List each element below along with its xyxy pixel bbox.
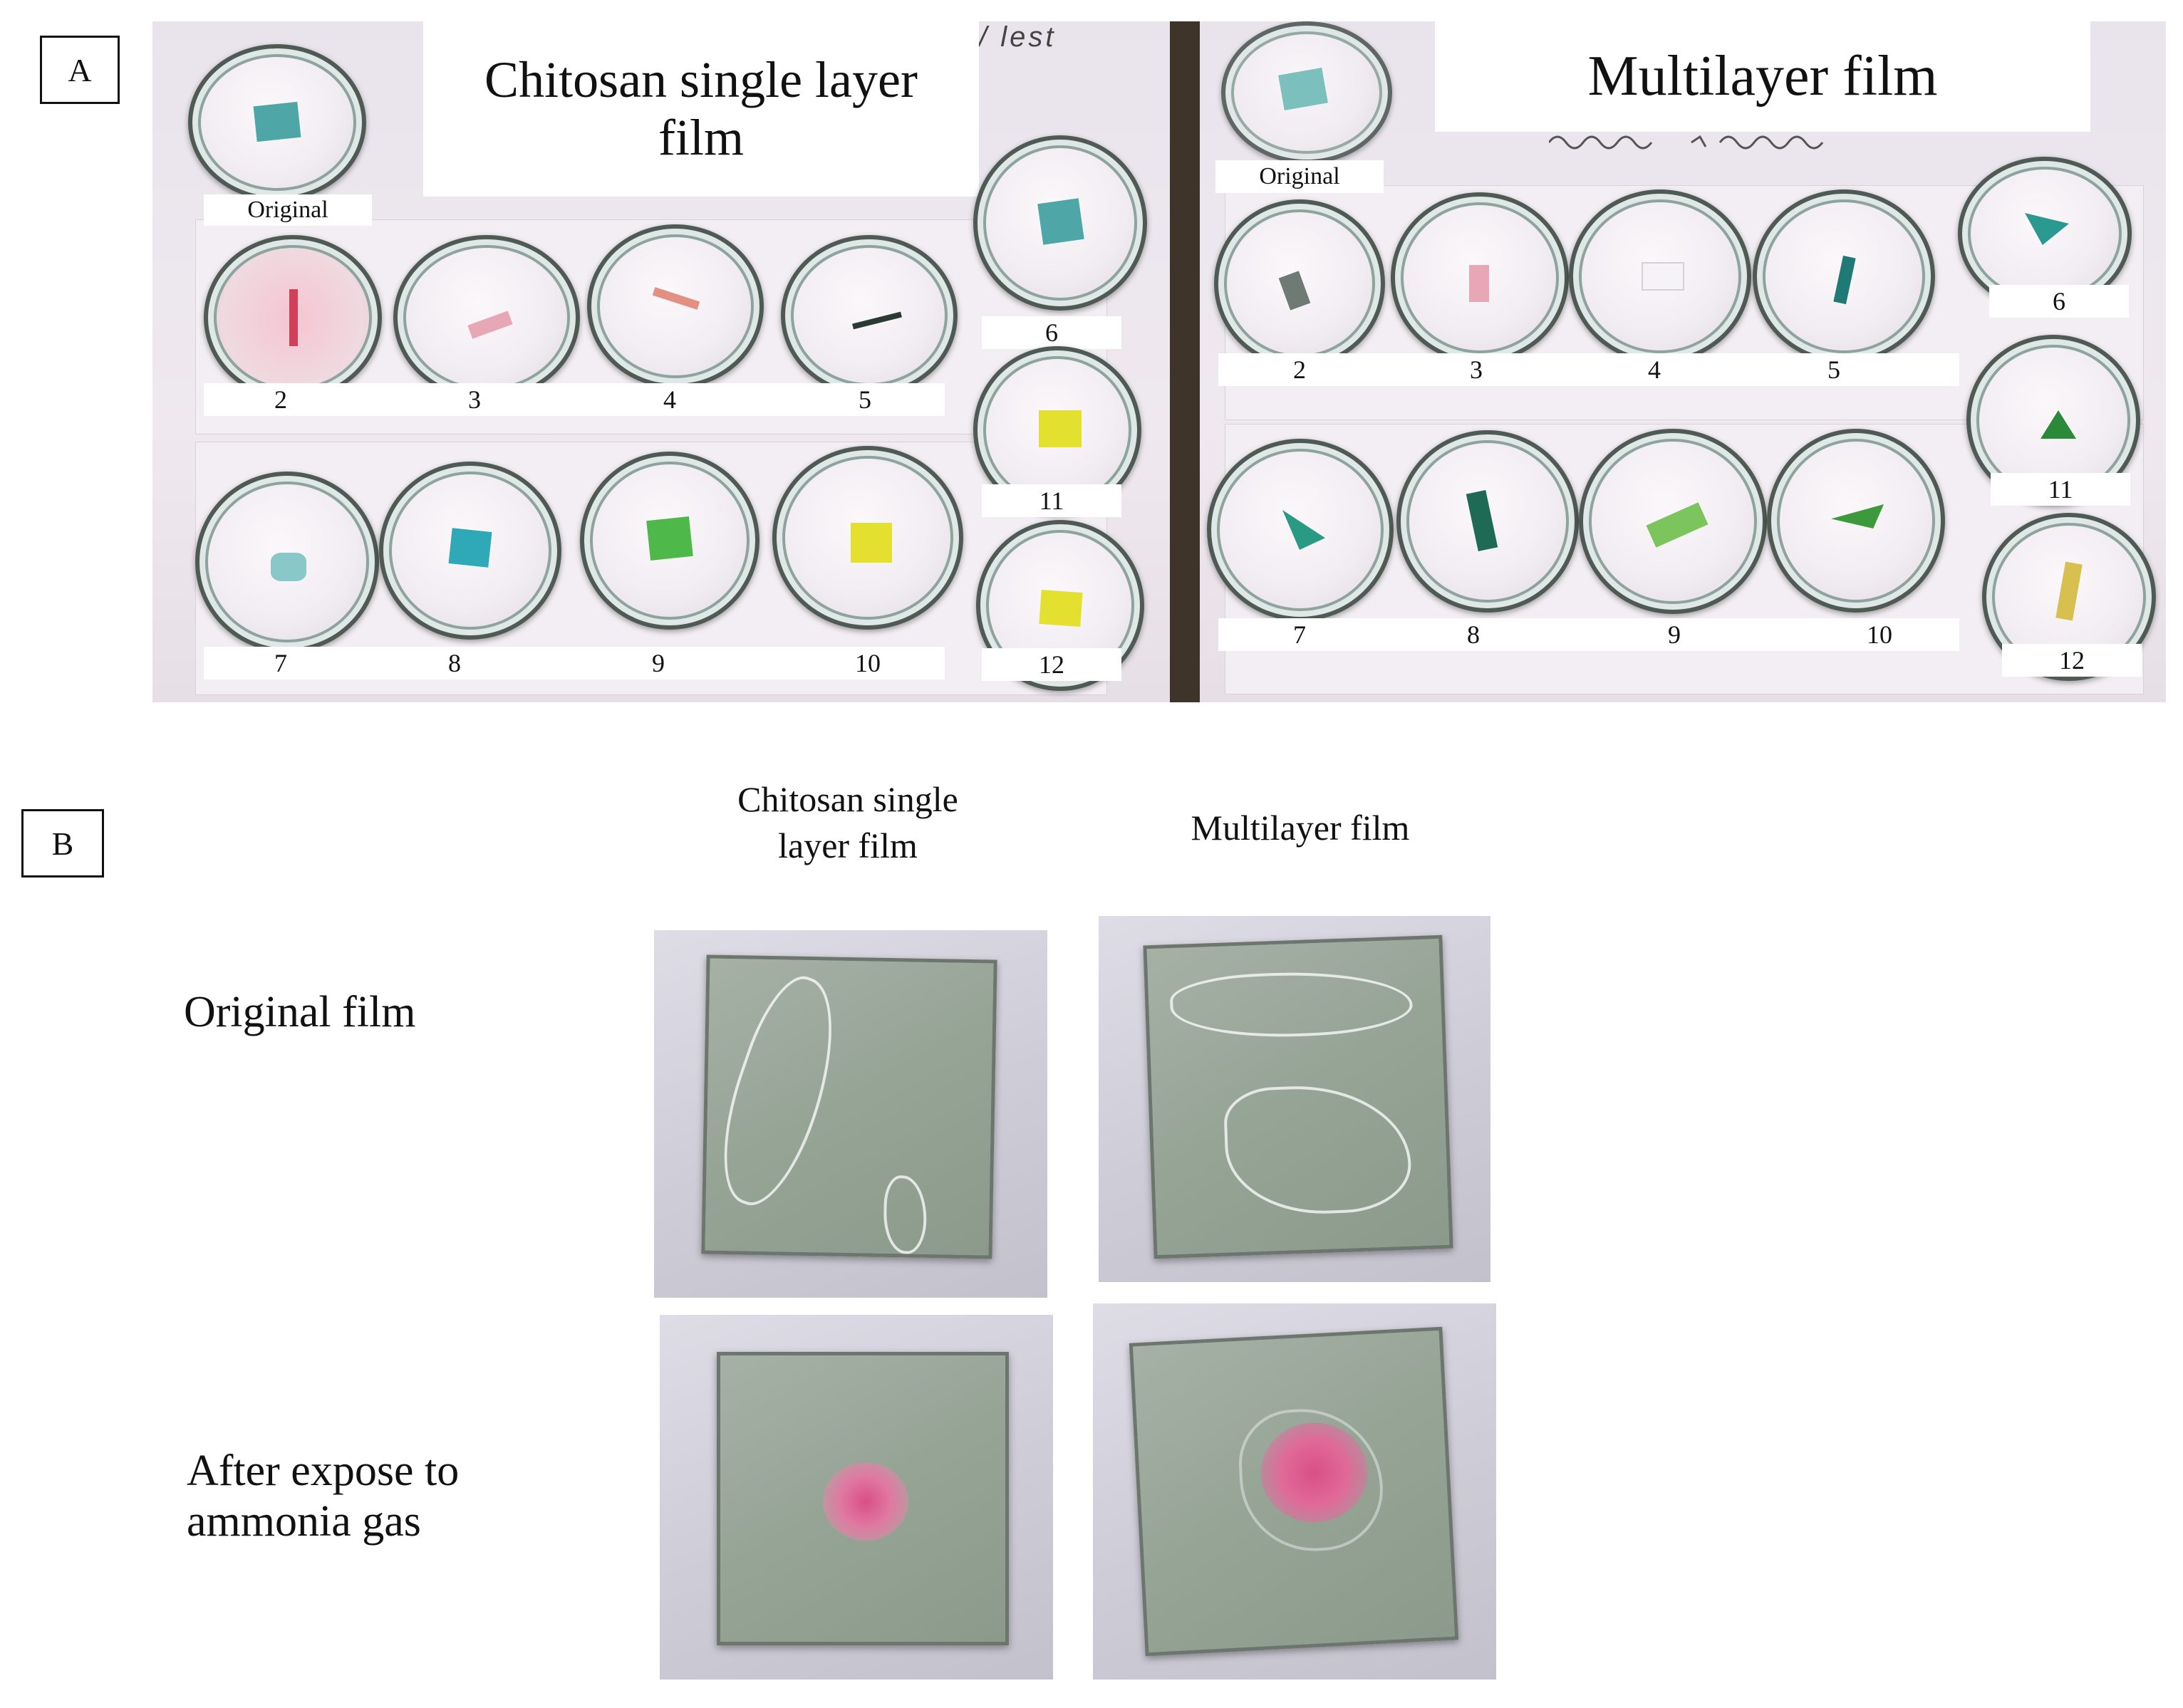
- left-sample-8: [448, 528, 492, 568]
- right-dish-8: [1396, 430, 1579, 613]
- right-sample-11: [2041, 410, 2076, 439]
- right-row1-label-strip: [1218, 353, 1959, 386]
- film-multilayer-ammonia: [1129, 1326, 1459, 1657]
- col-header-chitosan: Chitosan single layer film: [737, 779, 958, 865]
- right-sample-2: [1278, 271, 1311, 311]
- right-label-6: 6: [1989, 285, 2129, 318]
- right-title: Multilayer film: [1435, 21, 2090, 132]
- row-header-ammonia: After expose to ammonia gas: [187, 1447, 460, 1546]
- right-label-5: 5: [1827, 355, 1840, 384]
- right-dish-5: [1753, 189, 1935, 363]
- right-label-12: 12: [2002, 644, 2142, 677]
- right-label-11: 11: [1991, 473, 2130, 506]
- right-label-8: 8: [1467, 620, 1480, 649]
- left-dish-4: [587, 224, 764, 388]
- left-label-12: 12: [982, 648, 1121, 681]
- left-label-7: 7: [274, 649, 287, 677]
- left-row1-label-strip: [204, 383, 945, 416]
- row-header-original: Original film: [184, 988, 416, 1036]
- col-header-multilayer: Multilayer film: [1191, 808, 1410, 848]
- film-photo-chitosan-original: [654, 930, 1047, 1298]
- left-label-4: 4: [663, 385, 676, 414]
- board-divider: [1170, 21, 1200, 702]
- film-photo-multilayer-original: [1099, 916, 1490, 1282]
- right-sample-7: [1282, 510, 1325, 550]
- film-shine: [700, 966, 858, 1217]
- film-shine: [883, 1175, 928, 1254]
- right-row2-label-strip: [1218, 618, 1959, 651]
- film-shine: [1168, 968, 1414, 1041]
- right-label-4: 4: [1648, 355, 1661, 384]
- film-shine: [1236, 1405, 1386, 1555]
- left-sample-12: [1039, 590, 1083, 627]
- right-sample-9: [1646, 502, 1708, 548]
- left-dish-8: [379, 462, 561, 640]
- left-sample-4: [652, 287, 700, 310]
- left-original-sample: [253, 101, 301, 142]
- left-sample-10: [851, 523, 892, 563]
- right-dish-4: [1569, 189, 1751, 363]
- left-label-6: 6: [982, 316, 1121, 349]
- film-photo-multilayer-ammonia: [1093, 1303, 1496, 1680]
- left-sample-7: [271, 553, 306, 581]
- left-sample-11: [1039, 410, 1082, 447]
- film-chitosan-original: [700, 954, 997, 1259]
- right-dish-3: [1391, 192, 1569, 363]
- left-dish-2: [204, 235, 382, 400]
- left-title: Chitosan single layer film: [423, 21, 979, 197]
- right-sample-6: [2025, 213, 2069, 245]
- left-label-3: 3: [468, 385, 481, 414]
- left-sample-9: [646, 516, 693, 561]
- right-original-label: Original: [1215, 160, 1384, 193]
- right-sample-10: [1831, 504, 1884, 528]
- film-chitosan-ammonia: [717, 1352, 1009, 1645]
- panel-a-photo: / lest Chitosan single layer film Multil…: [152, 21, 2166, 702]
- left-label-2: 2: [274, 385, 287, 414]
- film-multilayer-original: [1143, 934, 1453, 1259]
- left-original-label: Original: [204, 194, 372, 226]
- panel-b-letter: B: [21, 809, 104, 878]
- right-label-2: 2: [1293, 355, 1306, 384]
- right-original-dish: [1221, 21, 1392, 164]
- left-sample-3: [467, 311, 513, 339]
- right-label-3: 3: [1470, 355, 1483, 384]
- left-row2-label-strip: [204, 647, 945, 679]
- right-original-sample: [1278, 67, 1328, 111]
- right-dish-2: [1214, 199, 1385, 368]
- right-dish-10: [1767, 429, 1945, 613]
- film-shine: [1223, 1082, 1413, 1217]
- left-label-11: 11: [982, 484, 1121, 517]
- left-label-10: 10: [855, 649, 881, 677]
- left-dish-10: [772, 446, 963, 630]
- right-sample-8: [1466, 489, 1498, 552]
- right-sample-5: [1833, 255, 1856, 305]
- left-original-dish: [188, 44, 366, 201]
- ammonia-spot: [823, 1462, 908, 1541]
- left-dish-7: [195, 472, 379, 652]
- right-label-7: 7: [1293, 620, 1306, 649]
- left-label-5: 5: [859, 385, 871, 414]
- left-label-9: 9: [652, 649, 665, 677]
- right-dish-9: [1579, 429, 1767, 614]
- right-label-9: 9: [1668, 620, 1681, 649]
- left-dish-5: [781, 235, 958, 396]
- left-sample-2: [289, 289, 298, 346]
- left-sample-5: [852, 311, 902, 330]
- panel-a-letter: A: [40, 36, 120, 104]
- right-dish-7: [1207, 439, 1394, 621]
- left-sample-6: [1037, 198, 1084, 245]
- handwriting: / lest: [979, 21, 1057, 53]
- right-sample-4: [1642, 262, 1684, 291]
- right-label-10: 10: [1867, 620, 1892, 649]
- right-sample-3: [1469, 265, 1489, 302]
- right-sample-12: [2055, 561, 2083, 621]
- left-dish-6: [973, 135, 1147, 311]
- left-dish-9: [580, 452, 759, 630]
- handwriting-squiggle: [1549, 135, 1824, 150]
- film-photo-chitosan-ammonia: [660, 1315, 1053, 1680]
- left-label-8: 8: [448, 649, 461, 677]
- left-dish-3: [393, 235, 580, 400]
